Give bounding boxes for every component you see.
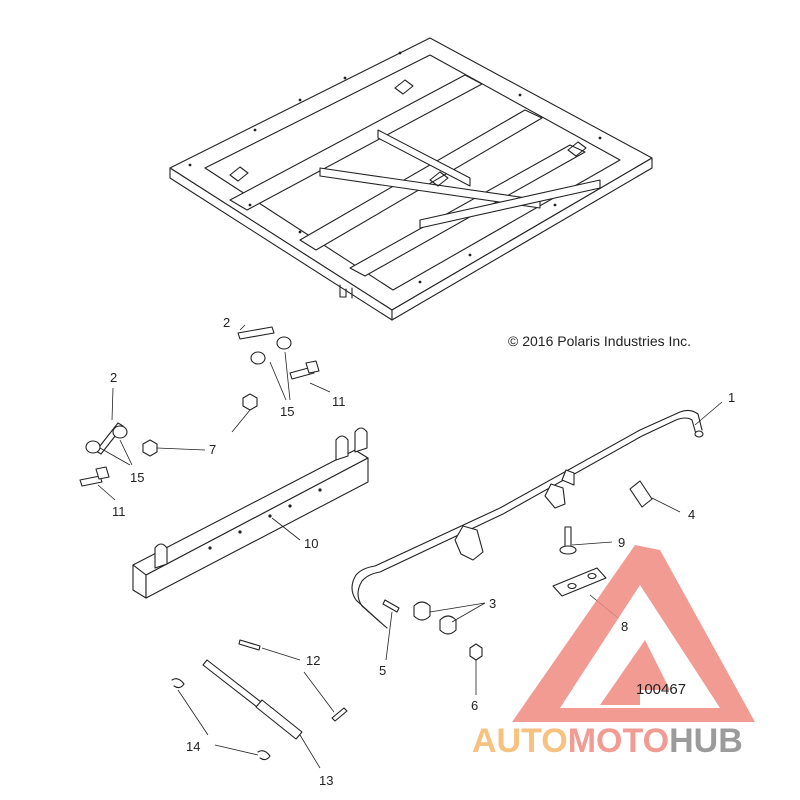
callout-1: 1 [728,390,735,405]
cross-bar-part-10 [132,427,369,599]
hardware [79,326,653,761]
callout-12: 12 [306,653,320,668]
tube-bar-part-1 [351,409,704,629]
callout-13: 13 [319,773,333,788]
callout-10: 10 [304,536,318,551]
callout-2: 2 [223,315,230,330]
callout-4: 4 [688,507,695,522]
callout-6: 6 [471,698,478,713]
watermark-logo: AUTOMOTOHUB [472,545,755,760]
callout-14: 14 [186,739,200,754]
triangle-logo-icon [512,545,755,722]
callout-3: 3 [489,596,496,611]
callout-15: 15 [130,470,144,485]
copyright-text: © 2016 Polaris Industries Inc. [508,333,691,349]
callout-11: 11 [112,504,126,519]
callouts: 1 2 2 3 4 5 6 7 8 9 10 11 11 12 13 14 15… [110,315,735,788]
watermark-text: AUTOMOTOHUB [472,722,743,760]
callout-2: 2 [110,370,117,385]
callout-7: 7 [209,442,216,457]
callout-11: 11 [332,394,346,409]
callout-5: 5 [379,663,386,678]
diagram-number: 100467 [636,681,686,698]
callout-9: 9 [618,535,625,550]
callout-8: 8 [621,619,628,634]
bed-frame [169,37,653,321]
callout-15: 15 [280,404,294,419]
